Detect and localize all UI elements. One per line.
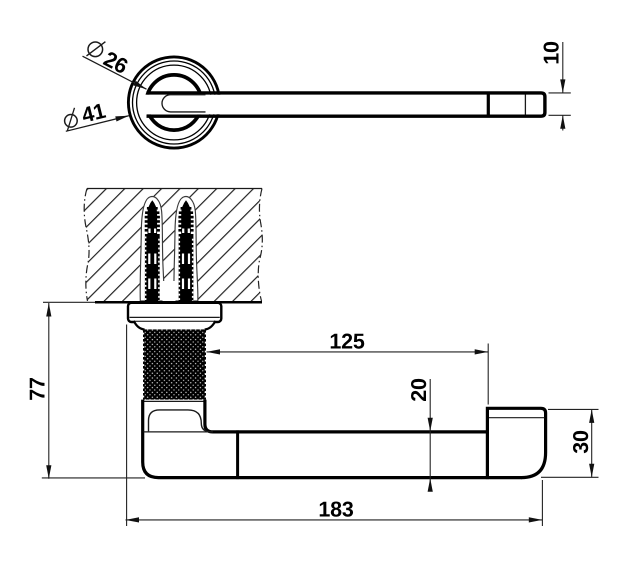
svg-text:30: 30 (569, 430, 593, 454)
svg-text:10: 10 (540, 41, 564, 65)
svg-text:77: 77 (26, 377, 50, 401)
svg-text:20: 20 (407, 378, 431, 402)
svg-text:125: 125 (329, 330, 365, 354)
svg-text:183: 183 (318, 498, 354, 522)
